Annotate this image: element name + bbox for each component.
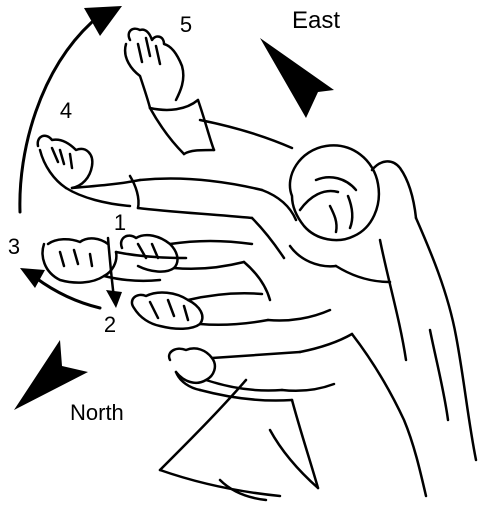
label-step-5: 5	[180, 12, 192, 37]
label-step-4: 4	[60, 98, 72, 123]
label-step-3: 3	[8, 234, 20, 259]
label-step-2: 2	[104, 312, 116, 337]
label-east: East	[292, 7, 340, 34]
label-step-1: 1	[114, 210, 126, 235]
label-north: North	[70, 400, 124, 425]
